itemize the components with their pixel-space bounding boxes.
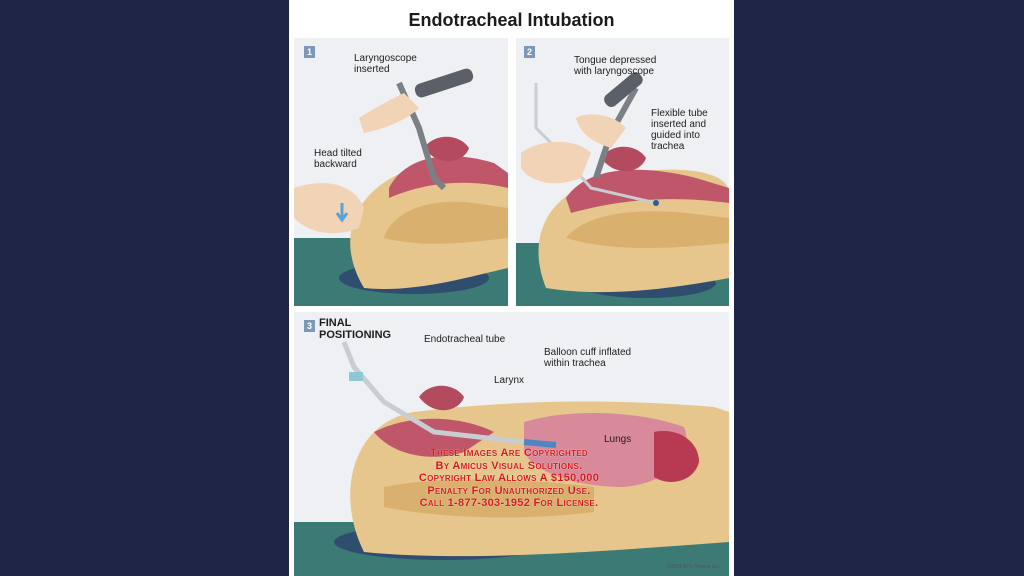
panel-3-illustration xyxy=(294,341,729,576)
final-positioning-heading: FINAL POSITIONING xyxy=(319,317,392,341)
panel-2-number: 2 xyxy=(524,46,535,58)
watermark-line: These Images Are Copyrighted xyxy=(430,447,588,459)
panel-2: 2 Tongue depressed with laryngoscope Fle… xyxy=(516,38,729,306)
copyright-watermark: These Images Are Copyrighted By Amicus V… xyxy=(349,447,669,510)
copyright-notice: ©2011 AVS Precise Inc. xyxy=(667,564,720,570)
watermark-line: Copyright Law Allows A $150,000 xyxy=(418,472,600,484)
laryngoscope-inserted-label: Laryngoscope inserted xyxy=(354,53,417,75)
panel-1: 1 Laryngoscope inserted Head tilted back… xyxy=(294,38,508,306)
head-tilted-label: Head tilted backward xyxy=(314,148,362,170)
endotracheal-tube-label: Endotracheal tube xyxy=(424,334,506,345)
larynx-label: Larynx xyxy=(494,375,525,386)
panel-3: 3 FINAL POSITIONING Endotracheal tube La… xyxy=(294,312,729,576)
watermark-line: Penalty For Unauthorized Use. xyxy=(427,484,591,497)
tongue-depressed-label: Tongue depressed with laryngoscope xyxy=(574,55,657,77)
panel-1-illustration xyxy=(294,68,508,306)
watermark-line: Call 1-877-303-1952 For License. xyxy=(419,497,599,509)
flexible-tube-label: Flexible tube inserted and guided into t… xyxy=(651,108,708,152)
balloon-cuff-label: Balloon cuff inflated within trachea xyxy=(544,347,632,369)
lungs-label: Lungs xyxy=(604,434,632,445)
panel-2-illustration xyxy=(516,72,729,306)
illustration-card: Endotracheal Intubation 1 Laryngoscope i… xyxy=(289,0,734,576)
panel-3-number: 3 xyxy=(304,320,315,332)
diagram-title: Endotracheal Intubation xyxy=(408,10,615,30)
watermark-line: By Amicus Visual Solutions. xyxy=(435,459,583,472)
panel-1-number: 1 xyxy=(304,46,315,58)
